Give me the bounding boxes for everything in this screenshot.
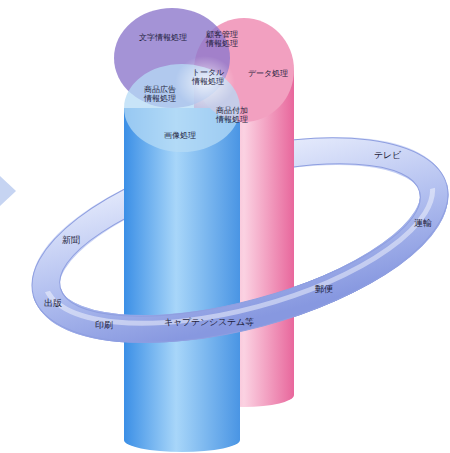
medium-label: 新聞 <box>62 236 80 246</box>
medium-label: 運輸 <box>414 219 432 229</box>
medium-label: 郵便 <box>315 285 333 295</box>
region-label: 文字情報処理 <box>139 33 187 42</box>
overlap-label: 商品付加 情報処理 <box>216 107 248 124</box>
overlap-label: トータル 情報処理 <box>192 69 224 86</box>
region-label: 画像処理 <box>164 131 196 140</box>
overlap-label: 顧客管理 情報処理 <box>206 31 238 48</box>
region-label: データ処理 <box>248 69 288 78</box>
overlap-label: 商品広告 情報処理 <box>144 86 176 103</box>
medium-label: 印刷 <box>95 321 113 331</box>
medium-label: キャプテンシステム等 <box>164 318 254 328</box>
medium-label: 出版 <box>44 299 62 309</box>
medium-label: テレビ <box>374 151 401 161</box>
